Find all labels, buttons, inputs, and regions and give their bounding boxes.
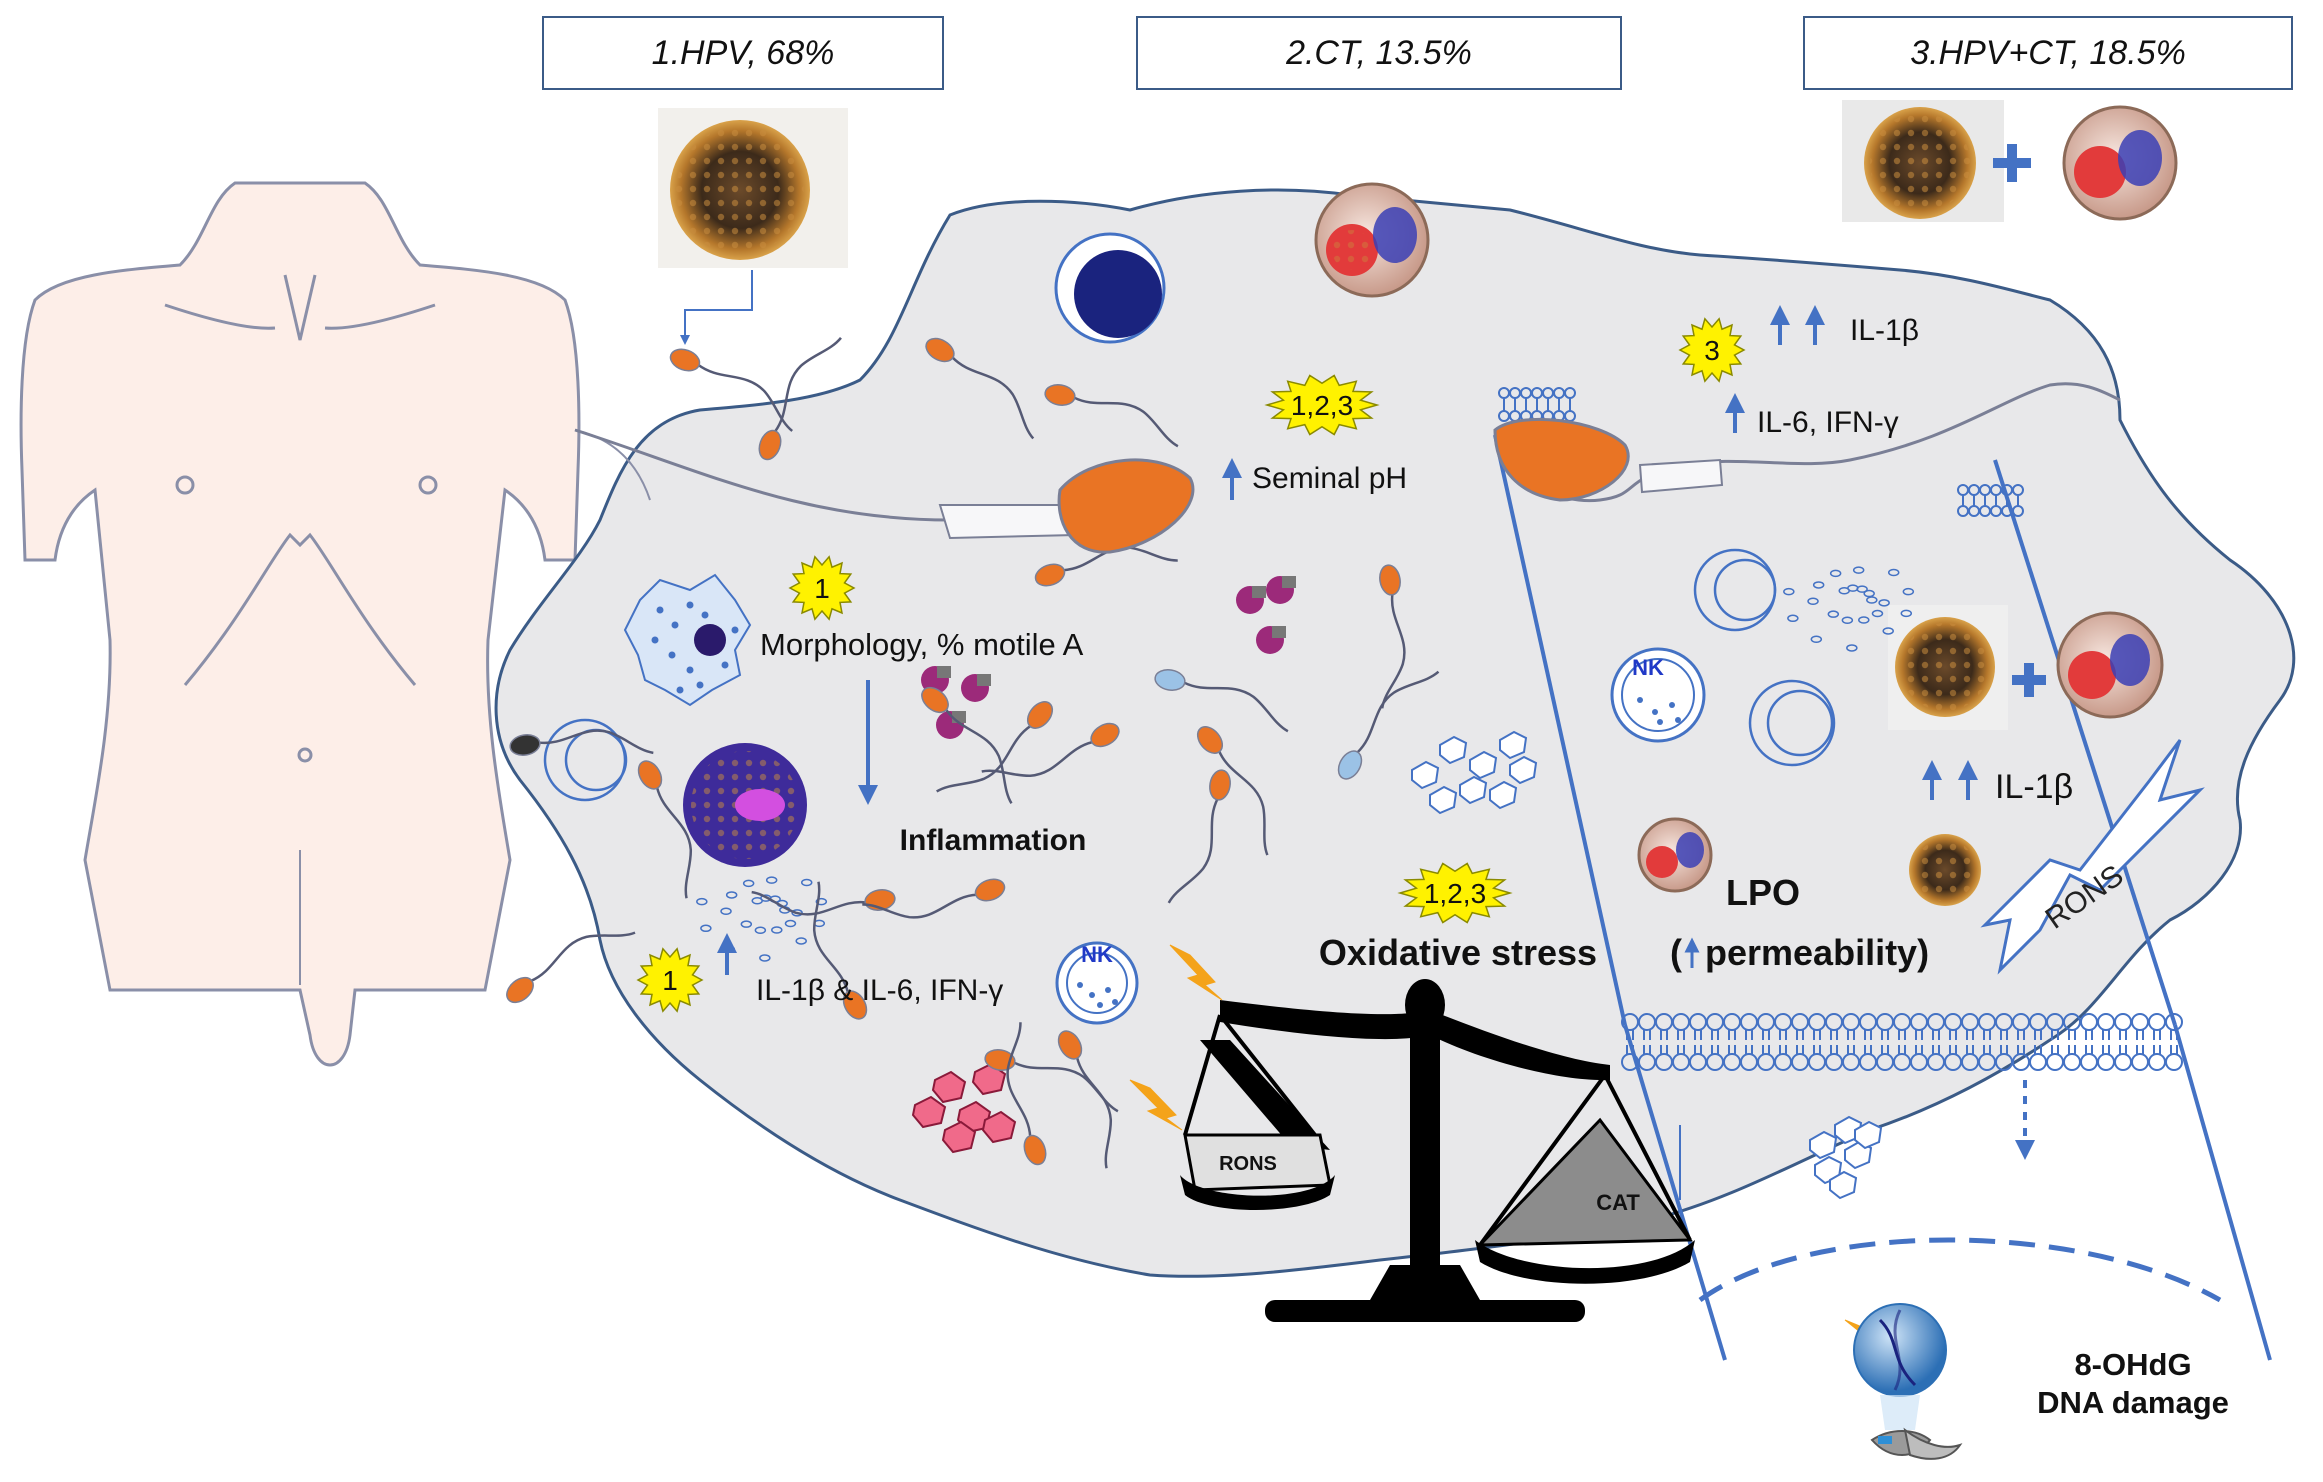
purple-cell-icon [683,743,807,867]
arrow-up-icon [717,305,1978,975]
group-label-hpv: 1.HPV, 68% [542,16,944,90]
connector-line [680,270,1681,1200]
chlamydia-cell-icon [1637,817,1713,893]
il6-ifn-label: IL-6, IFN-γ [1757,406,1899,439]
nk-label: NK [1632,655,1664,680]
il1b-mid-label: IL-1β [1995,768,2073,806]
sperm-icon [574,428,1195,554]
chlamydia-cell-icon [2056,611,2164,719]
balance-scale-icon [1180,979,1695,1322]
sperm-population [506,336,1440,1169]
lpo-paren-open: ( [1670,932,1682,973]
badge-label: 1 [814,573,830,604]
sperm-icon [1154,669,1289,733]
cytokines-left-label: IL-1β & IL-6, IFN-γ [756,974,1003,1007]
dna-chromosome-icon [1853,1303,1963,1460]
chlamydia-cell-icon [2062,105,2178,221]
il1b-top-label: IL-1β [1850,314,1919,347]
badge-b1_a: 1 [788,555,856,621]
sperm-icon [921,686,1013,804]
lightning-icon [1169,944,1223,1001]
sperm-icon [1044,384,1179,448]
group-label-ct: 2.CT, 13.5% [1136,16,1622,90]
nk-cell-icon: NK [1610,647,1706,743]
dna-damage-label: DNA damage [2037,1385,2229,1420]
lipid-bilayer [1621,1013,2183,1071]
chlamydia-cell-icon [1314,182,1430,298]
sperm-icon [1006,1022,1047,1166]
badge-label: 1 [662,965,678,996]
round-cell-icon [543,548,1836,802]
sperm-icon [925,337,1035,440]
sperm-icon [1167,769,1231,904]
sperm-icon [1196,726,1269,856]
sperm-icon [758,336,842,461]
sperm-icon [936,701,1054,793]
membrane-snippet-top [1498,387,2024,517]
sperm-icon [1379,564,1406,709]
morphology-label: Morphology, % motile A [760,627,1084,662]
lightning-icon [1129,1079,1183,1131]
permeability-label: permeability) [1705,932,1929,973]
rons-bolt [1980,739,2205,975]
hpv-virus-icon [1842,100,2004,222]
sperm-icon [1057,1030,1113,1169]
seminal-ph-label: Seminal pH [1252,462,1407,495]
plus-icon [1993,144,2031,182]
sperm-icon [812,881,868,1020]
sperm-icon [1493,382,2121,503]
group-label-hpv-ct: 3.HPV+CT, 18.5% [1803,16,2293,90]
badge-label: 1,2,3 [1424,878,1486,909]
nk-label: NK [1081,942,1113,967]
macrophage-icon [623,573,752,707]
plus-icon [2012,663,2046,697]
badge-b123_a: 1,2,3 [1264,374,1380,436]
sperm-icon [1337,670,1440,780]
oxidative-stress-label: Oxidative stress [1319,932,1597,973]
inflammation-label: Inflammation [900,824,1087,857]
rons-pan-label: RONS [1219,1153,1277,1175]
human-body-outline [19,181,581,1067]
sperm-icon [506,931,636,1004]
badge-b1_b: 1 [636,947,704,1013]
badge-b123_b: 1,2,3 [1397,862,1513,924]
nk-cell-icon: NK [1055,941,1139,1025]
badge-label: 1,2,3 [1291,390,1353,421]
lpo-label: LPO [1726,872,1800,913]
ohdg-label: 8-OHdG [2074,1347,2191,1382]
cat-pan-label: CAT [1596,1190,1640,1215]
hpv-virus-icon [658,108,848,268]
badge-label: 3 [1704,335,1720,366]
hpv-virus-icon [1888,605,2008,730]
lymphocyte-icon [1054,232,1166,344]
sperm-icon [637,760,693,899]
sperm-icon [509,729,654,756]
sperm-icon [862,878,1006,919]
particle-cluster [911,576,1296,1154]
badge-b3: 3 [1678,317,1746,383]
sperm-icon [981,722,1120,778]
hpv-virus-icon [1909,834,1981,906]
magnified-membrane-frame [1493,434,2272,1361]
crystal-cluster [1411,730,1883,1200]
